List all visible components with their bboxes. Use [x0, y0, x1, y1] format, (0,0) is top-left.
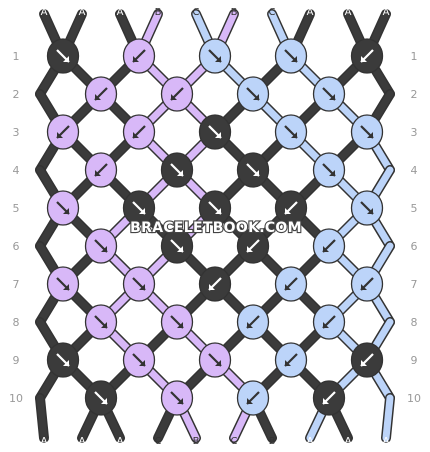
row-number-left: 1 — [13, 50, 20, 63]
arrowhead — [367, 208, 373, 214]
arrowhead — [361, 360, 367, 366]
arrowhead — [95, 94, 101, 100]
arrowhead — [139, 360, 145, 366]
row-number-right: 10 — [407, 392, 421, 405]
string-label-top: B — [231, 7, 238, 18]
string-label-top: A — [41, 7, 48, 18]
row-number-right: 8 — [411, 316, 418, 329]
arrowhead — [101, 398, 107, 404]
arrowhead — [63, 56, 69, 62]
string-label-top: B — [155, 7, 162, 18]
arrowhead — [215, 56, 221, 62]
arrowhead — [215, 360, 221, 366]
row-number-left: 4 — [13, 164, 20, 177]
arrowhead — [367, 132, 373, 138]
arrowhead — [133, 56, 139, 62]
string-label-bottom: A — [117, 436, 124, 447]
arrowhead — [133, 132, 139, 138]
arrowhead — [63, 360, 69, 366]
row-number-left: 2 — [13, 88, 20, 101]
arrowhead — [361, 284, 367, 290]
string-label-top: A — [307, 7, 314, 18]
row-number-right: 7 — [411, 278, 418, 291]
row-number-left: 5 — [13, 202, 20, 215]
arrowhead — [177, 398, 183, 404]
arrowhead — [323, 246, 329, 252]
arrowhead — [247, 246, 253, 252]
string-label-bottom: A — [41, 436, 48, 447]
string-label-bottom: A — [345, 436, 352, 447]
row-number-left: 6 — [13, 240, 20, 253]
arrowhead — [63, 208, 69, 214]
row-number-right: 9 — [411, 354, 418, 367]
arrowhead — [285, 284, 291, 290]
string-label-bottom: B — [193, 436, 200, 447]
arrowhead — [139, 208, 145, 214]
knots-layer — [46, 38, 384, 416]
string-label-bottom: A — [79, 436, 86, 447]
arrowhead — [291, 56, 297, 62]
row-number-right: 3 — [411, 126, 418, 139]
row-number-right: 2 — [411, 88, 418, 101]
string-label-bottom: B — [269, 436, 276, 447]
string-label-top: A — [383, 7, 390, 18]
string-label-top: A — [117, 7, 124, 18]
row-number-left: 9 — [13, 354, 20, 367]
row-number-right: 5 — [411, 202, 418, 215]
arrowhead — [247, 398, 253, 404]
string-label-bottom: A — [307, 436, 314, 447]
arrowhead — [177, 170, 183, 176]
arrowhead — [101, 322, 107, 328]
arrowhead — [329, 170, 335, 176]
arrowhead — [177, 246, 183, 252]
row-number-left: 8 — [13, 316, 20, 329]
arrowhead — [285, 208, 291, 214]
arrowhead — [253, 94, 259, 100]
arrowhead — [291, 132, 297, 138]
arrowhead — [171, 94, 177, 100]
arrowhead — [57, 132, 63, 138]
thread-segment — [382, 394, 394, 442]
arrowhead — [177, 322, 183, 328]
string-label-top: A — [345, 7, 352, 18]
arrowhead — [285, 360, 291, 366]
arrowhead — [139, 284, 145, 290]
row-number-right: 4 — [411, 164, 418, 177]
arrowhead — [101, 246, 107, 252]
arrowhead — [323, 322, 329, 328]
row-number-left: 7 — [13, 278, 20, 291]
string-label-top: C — [269, 7, 276, 18]
row-number-left: 10 — [9, 392, 23, 405]
string-label-bottom: A — [383, 436, 390, 447]
arrowhead — [253, 170, 259, 176]
row-number-left: 3 — [13, 126, 20, 139]
labels-layer: A A A B C B C A A A A A A C B C B A A A 1 1 2 2 3 3 4 4 5 5 6 6 7 7 8 8 9 9 10… — [9, 7, 421, 447]
arrowhead — [323, 398, 329, 404]
row-number-right: 1 — [411, 50, 418, 63]
string-label-bottom: C — [231, 436, 238, 447]
row-number-right: 6 — [411, 240, 418, 253]
thread-segment — [36, 394, 48, 442]
arrowhead — [215, 208, 221, 214]
arrowhead — [247, 322, 253, 328]
arrowhead — [209, 284, 215, 290]
arrowhead — [63, 284, 69, 290]
arrowhead — [215, 132, 221, 138]
arrowhead — [95, 170, 101, 176]
arrowhead — [361, 56, 367, 62]
arrowhead — [329, 94, 335, 100]
string-label-top: C — [193, 7, 200, 18]
watermark-text: BRACELETBOOK.COM — [130, 220, 302, 236]
string-label-top: A — [79, 7, 86, 18]
string-label-bottom: C — [155, 436, 162, 447]
